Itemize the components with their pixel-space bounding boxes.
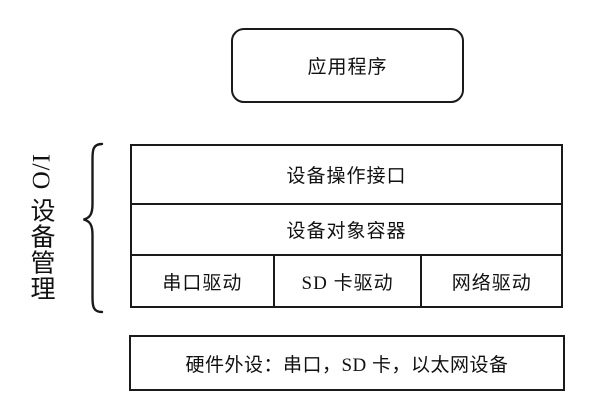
serial-driver-label: 串口驱动 — [162, 272, 243, 294]
network-driver-cell: 网络驱动 — [422, 256, 561, 306]
serial-driver-cell: 串口驱动 — [132, 256, 273, 306]
application-box: 应用程序 — [231, 28, 464, 103]
device-operation-interface-label: 设备操作接口 — [286, 165, 407, 187]
driver-row: 串口驱动 SD 卡驱动 网络驱动 — [132, 254, 561, 306]
hardware-peripherals-label: 硬件外设：串口，SD 卡，以太网设备 — [185, 354, 509, 376]
curly-brace — [83, 142, 104, 314]
curly-brace-path — [83, 142, 104, 314]
io-stack: 设备操作接口 设备对象容器 串口驱动 SD 卡驱动 网络驱动 — [130, 144, 563, 308]
io-device-management-label: I/O 设备管理 — [27, 154, 54, 302]
hardware-peripherals-box: 硬件外设：串口，SD 卡，以太网设备 — [129, 335, 565, 391]
application-box-label: 应用程序 — [307, 57, 388, 78]
sd-card-driver-cell: SD 卡驱动 — [272, 256, 423, 306]
sd-card-driver-label: SD 卡驱动 — [301, 272, 394, 294]
device-operation-interface-cell: 设备操作接口 — [132, 146, 561, 203]
device-object-container-label: 设备对象容器 — [286, 220, 407, 242]
network-driver-label: 网络驱动 — [451, 272, 532, 294]
device-object-container-cell: 设备对象容器 — [132, 202, 561, 255]
